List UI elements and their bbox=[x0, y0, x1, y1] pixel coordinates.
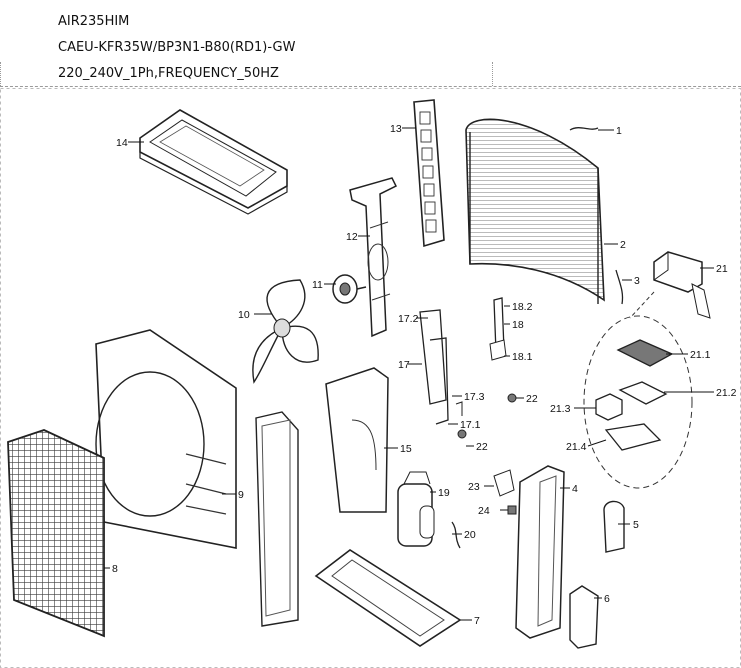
callout-15: 15 bbox=[400, 443, 412, 455]
nut-part bbox=[507, 393, 517, 403]
callout-5: 5 bbox=[633, 519, 639, 531]
callout-7: 7 bbox=[474, 615, 480, 627]
base-tray-part bbox=[314, 549, 462, 647]
callout-18: 18 bbox=[512, 319, 524, 331]
leader-lines bbox=[104, 127, 714, 621]
control-board-part bbox=[595, 339, 674, 451]
top-cover-part bbox=[139, 109, 288, 215]
callout-4: 4 bbox=[572, 483, 578, 495]
exploded-parts-diagram: 1 2 3 4 5 6 7 8 9 10 11 12 13 14 15 17 1… bbox=[0, 88, 741, 668]
header-divider bbox=[492, 62, 493, 86]
motor-support-part bbox=[349, 177, 398, 338]
model-code: CAEU-KFR35W/BP3N1-B80(RD1)-GW bbox=[58, 40, 296, 55]
callout-6: 6 bbox=[604, 593, 610, 605]
callout-labels: 1 2 3 4 5 6 7 8 9 10 11 12 13 14 15 17 1… bbox=[112, 123, 737, 627]
model-name: AIR235HIM bbox=[58, 14, 130, 29]
handle-cover-part bbox=[569, 585, 599, 649]
callout-24: 24 bbox=[478, 505, 490, 517]
callout-22-b: 22 bbox=[476, 441, 488, 453]
header-divider bbox=[0, 62, 1, 86]
right-plate-part bbox=[515, 465, 565, 639]
compressor-part bbox=[397, 471, 435, 547]
callout-23: 23 bbox=[468, 481, 480, 493]
motor-bracket-strip-part bbox=[413, 99, 445, 248]
callout-21-3: 21.3 bbox=[550, 403, 571, 415]
callout-17: 17 bbox=[398, 359, 410, 371]
sub-assembly-outline bbox=[583, 315, 693, 489]
callout-19: 19 bbox=[438, 487, 450, 499]
stop-valve-part bbox=[489, 297, 507, 361]
electric-box-part bbox=[653, 251, 711, 319]
side-panel-part bbox=[255, 411, 299, 627]
callout-10: 10 bbox=[238, 309, 250, 321]
callout-8: 8 bbox=[112, 563, 118, 575]
header-rule bbox=[0, 86, 741, 87]
bracket-part bbox=[493, 469, 517, 515]
capillary-part bbox=[451, 521, 461, 549]
fan-motor-part bbox=[332, 274, 367, 304]
partition-part bbox=[325, 367, 389, 513]
callout-9: 9 bbox=[238, 489, 244, 501]
title-block: AIR235HIM CAEU-KFR35W/BP3N1-B80(RD1)-GW … bbox=[0, 0, 741, 88]
callout-12: 12 bbox=[346, 231, 358, 243]
power-spec: 220_240V_1Ph,FREQUENCY_50HZ bbox=[58, 66, 279, 81]
callout-21-1: 21.1 bbox=[690, 349, 711, 361]
callout-20: 20 bbox=[464, 529, 476, 541]
callout-18-1: 18.1 bbox=[512, 351, 533, 363]
front-panel-part bbox=[95, 329, 237, 549]
callout-21: 21 bbox=[716, 263, 728, 275]
callout-11: 11 bbox=[312, 279, 323, 291]
callout-14: 14 bbox=[116, 137, 128, 149]
valve-cover-part bbox=[603, 500, 625, 553]
callout-17-1: 17.1 bbox=[460, 419, 481, 431]
front-grille-part bbox=[7, 429, 105, 638]
fan-blade-part bbox=[252, 279, 319, 384]
callout-21-4: 21.4 bbox=[566, 441, 587, 453]
callout-22-a: 22 bbox=[526, 393, 538, 405]
callout-1: 1 bbox=[616, 125, 622, 137]
callout-17-3: 17.3 bbox=[464, 391, 485, 403]
callout-2: 2 bbox=[620, 239, 626, 251]
callout-17-2: 17.2 bbox=[398, 313, 419, 325]
callout-13: 13 bbox=[390, 123, 402, 135]
callout-3: 3 bbox=[634, 275, 640, 287]
condenser-coil-part bbox=[465, 118, 624, 305]
sub-assembly-link bbox=[629, 291, 655, 319]
valve-pipe-assembly-part bbox=[419, 309, 467, 439]
callout-18-2: 18.2 bbox=[512, 301, 533, 313]
callout-21-2: 21.2 bbox=[716, 387, 737, 399]
